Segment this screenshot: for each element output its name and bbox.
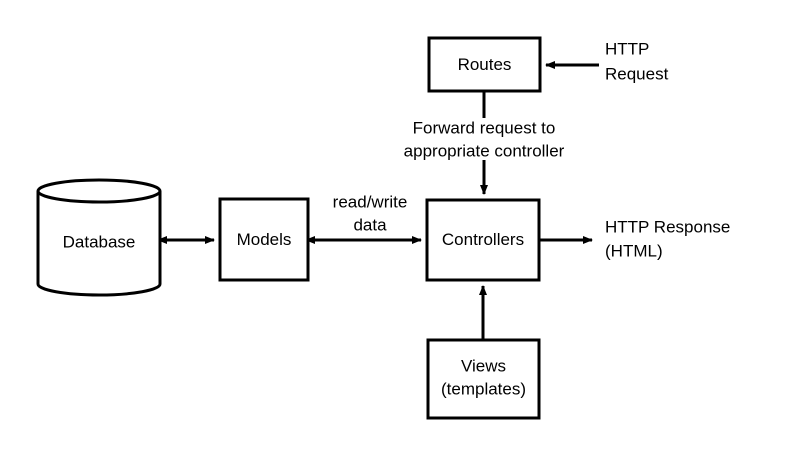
edge-label-http-response-line1: HTTP Response	[605, 217, 730, 236]
edge-label-read-write-data: read/write data	[333, 192, 408, 234]
node-routes-box[interactable]	[427, 36, 542, 93]
edge-label-read-write-line1: read/write	[333, 192, 408, 211]
edge-label-forward-request: Forward request to appropriate controlle…	[404, 118, 565, 160]
edge-label-http-request-line2: Request	[605, 64, 669, 83]
node-database-cylinder-body[interactable]	[36, 191, 162, 297]
node-controllers-label: Controllers	[442, 230, 524, 249]
node-views-box[interactable]	[426, 338, 541, 420]
node-models-box[interactable]	[218, 197, 310, 282]
node-database-label: Database	[63, 232, 136, 251]
node-models[interactable]: Models	[218, 197, 310, 282]
edge-label-forward-request-line1: Forward request to	[413, 118, 556, 137]
node-routes[interactable]: Routes	[427, 36, 542, 93]
edge-label-http-request-line1: HTTP	[605, 39, 649, 58]
node-views-label-line1: Views	[461, 356, 506, 375]
node-views-label-line2: (templates)	[441, 379, 526, 398]
edge-label-http-response-line2: (HTML)	[605, 241, 663, 260]
node-database-cylinder-top[interactable]	[36, 178, 162, 204]
node-routes-label: Routes	[458, 55, 512, 74]
edge-label-read-write-line2: data	[353, 215, 387, 234]
node-views[interactable]: Views (templates)	[426, 338, 541, 420]
edge-label-forward-request-line2: appropriate controller	[404, 141, 565, 160]
node-models-label: Models	[237, 230, 292, 249]
node-database[interactable]: Database	[36, 178, 162, 297]
edge-label-http-request: HTTP Request	[605, 39, 669, 83]
node-controllers[interactable]: Controllers	[425, 198, 541, 282]
edge-label-http-response: HTTP Response (HTML)	[605, 217, 730, 260]
node-controllers-box[interactable]	[425, 198, 541, 282]
